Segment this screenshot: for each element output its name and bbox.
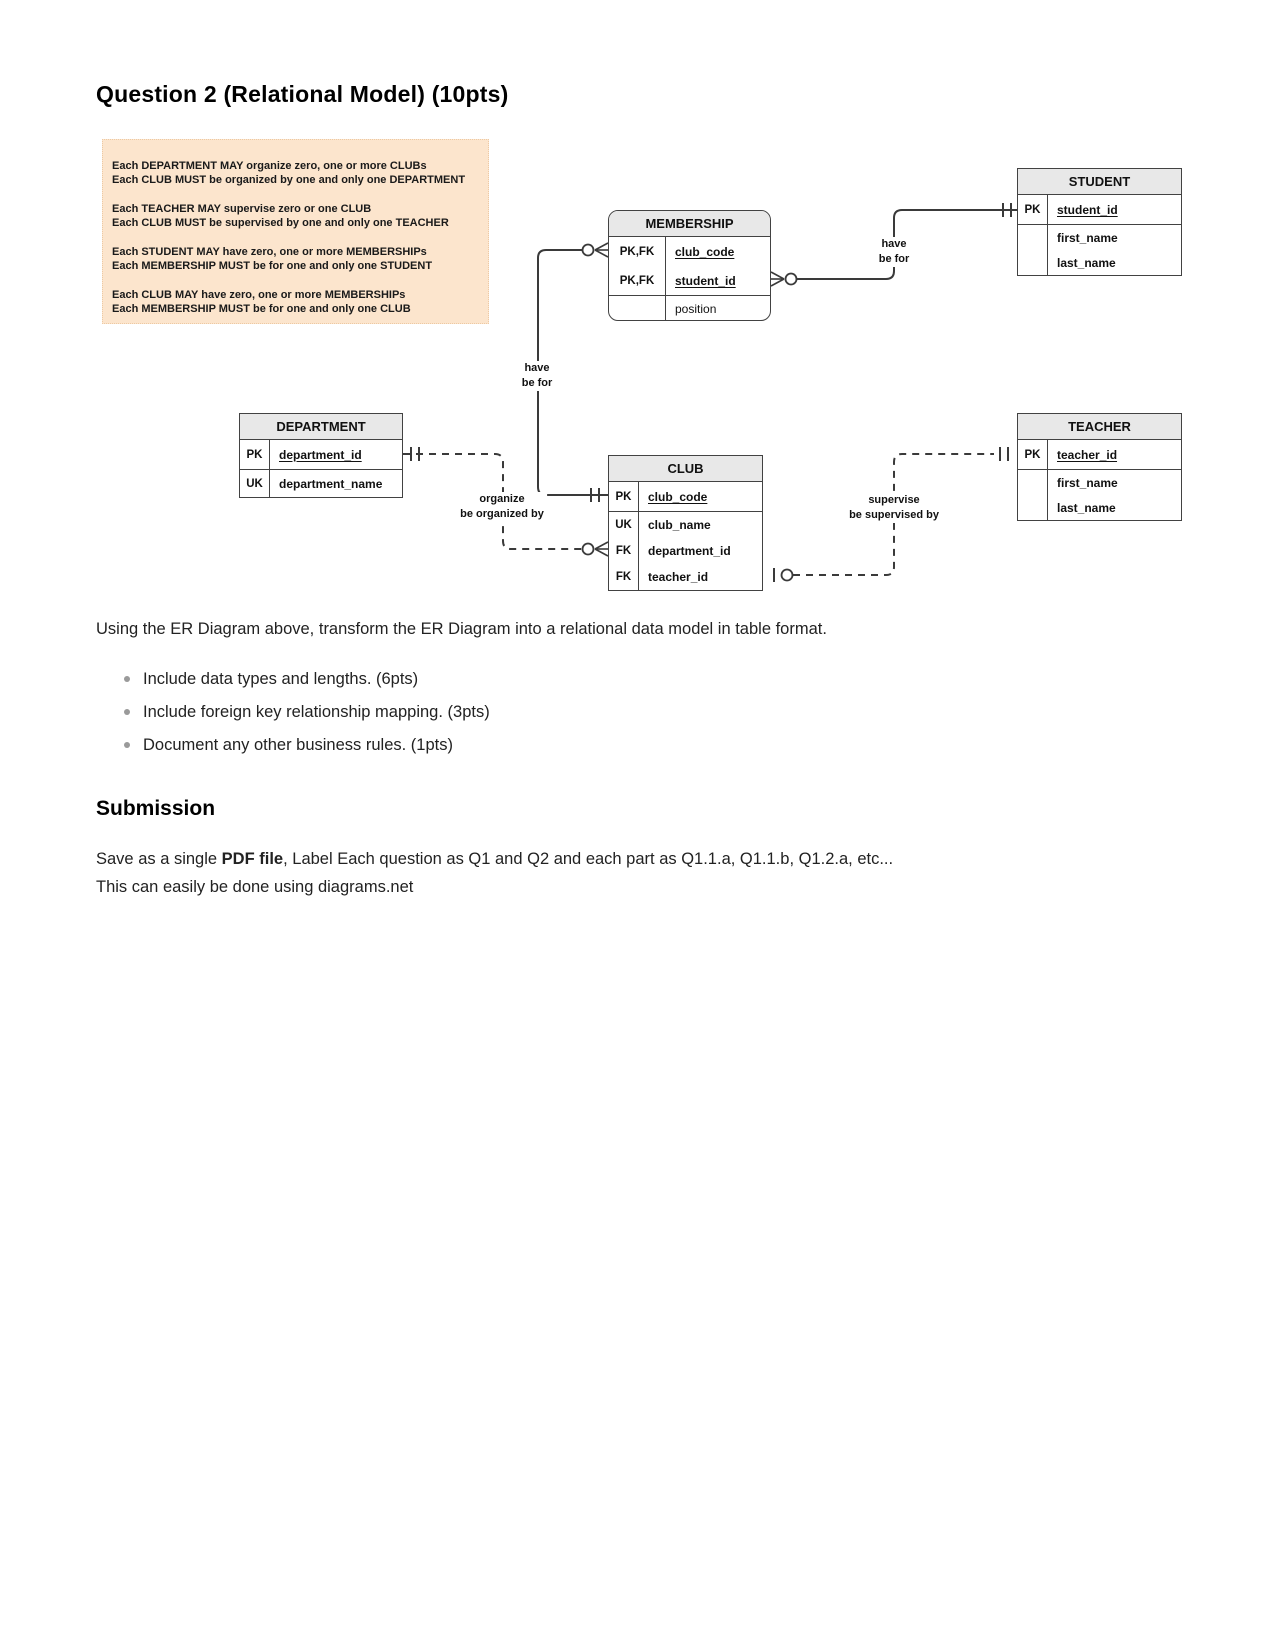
crow-foot-zero-or-many-icon	[581, 242, 609, 258]
table-row: UK department_name	[240, 470, 402, 497]
rule-group: Each STUDENT MAY have zero, one or more …	[112, 246, 433, 272]
list-item: Document any other business rules. (1pts…	[96, 735, 1185, 755]
table-row: PK student_id	[1018, 195, 1181, 224]
entity-title: DEPARTMENT	[240, 414, 402, 440]
crow-foot-zero-or-many-icon	[770, 271, 798, 287]
entity-teacher: TEACHER PK teacher_id first_name last_na…	[1017, 413, 1182, 521]
entity-title: TEACHER	[1018, 414, 1181, 440]
table-row: position	[609, 296, 770, 320]
relationship-connectors	[403, 203, 1017, 582]
entity-membership: MEMBERSHIP PK,FK club_code PK,FK student…	[608, 210, 771, 321]
list-item: Include foreign key relationship mapping…	[96, 702, 1185, 722]
entity-title: STUDENT	[1018, 169, 1181, 195]
entity-student: STUDENT PK student_id first_name last_na…	[1017, 168, 1182, 276]
table-row: first_name	[1018, 470, 1181, 495]
one-and-only-one-icon	[999, 447, 1009, 461]
one-and-only-one-icon	[1002, 203, 1012, 217]
relationship-label-have-be-for: have be for	[875, 237, 913, 267]
relationship-label-organize: organize be organized by	[457, 492, 547, 522]
er-diagram: Each DEPARTMENT MAY organize zero, one o…	[96, 133, 1186, 605]
entity-title: CLUB	[609, 456, 762, 482]
pdf-file-bold: PDF file	[221, 850, 284, 868]
business-rules-note: Each DEPARTMENT MAY organize zero, one o…	[102, 139, 489, 324]
table-row: last_name	[1018, 495, 1181, 520]
table-row: FK department_id	[609, 538, 762, 564]
list-item: Include data types and lengths. (6pts)	[96, 669, 1185, 689]
table-row: PK department_id	[240, 440, 402, 469]
table-row: first_name	[1018, 225, 1181, 250]
entity-title: MEMBERSHIP	[609, 211, 770, 237]
task-list: Include data types and lengths. (6pts) I…	[96, 669, 1185, 755]
entity-department: DEPARTMENT PK department_id UK departmen…	[239, 413, 403, 498]
rule-group: Each CLUB MAY have zero, one or more MEM…	[112, 289, 411, 315]
crow-foot-zero-or-many-icon	[581, 541, 609, 557]
table-row: UK club_name	[609, 512, 762, 538]
relationship-label-supervise: supervise be supervised by	[846, 493, 942, 523]
submission-heading: Submission	[96, 797, 216, 820]
page-title: Question 2 (Relational Model) (10pts)	[96, 81, 509, 107]
submission-paragraph: Save as a single PDF file, Label Each qu…	[96, 850, 894, 896]
table-row: PK,FK club_code	[609, 237, 770, 266]
entity-club: CLUB PK club_code UK club_name FK depart…	[608, 455, 763, 591]
one-and-only-one-icon	[590, 488, 600, 502]
zero-or-one-icon	[773, 568, 794, 582]
table-row: FK teacher_id	[609, 564, 762, 590]
table-row: PK,FK student_id	[609, 266, 770, 295]
rule-group: Each TEACHER MAY supervise zero or one C…	[112, 203, 449, 229]
relationship-label-have-be-for: have be for	[518, 361, 556, 391]
instruction-text: Using the ER Diagram above, transform th…	[96, 620, 827, 638]
table-row: last_name	[1018, 250, 1181, 275]
table-row: PK club_code	[609, 482, 762, 511]
rule-group: Each DEPARTMENT MAY organize zero, one o…	[112, 160, 466, 186]
table-row: PK teacher_id	[1018, 440, 1181, 469]
submission-line2: This can easily be done using diagrams.n…	[96, 878, 414, 896]
